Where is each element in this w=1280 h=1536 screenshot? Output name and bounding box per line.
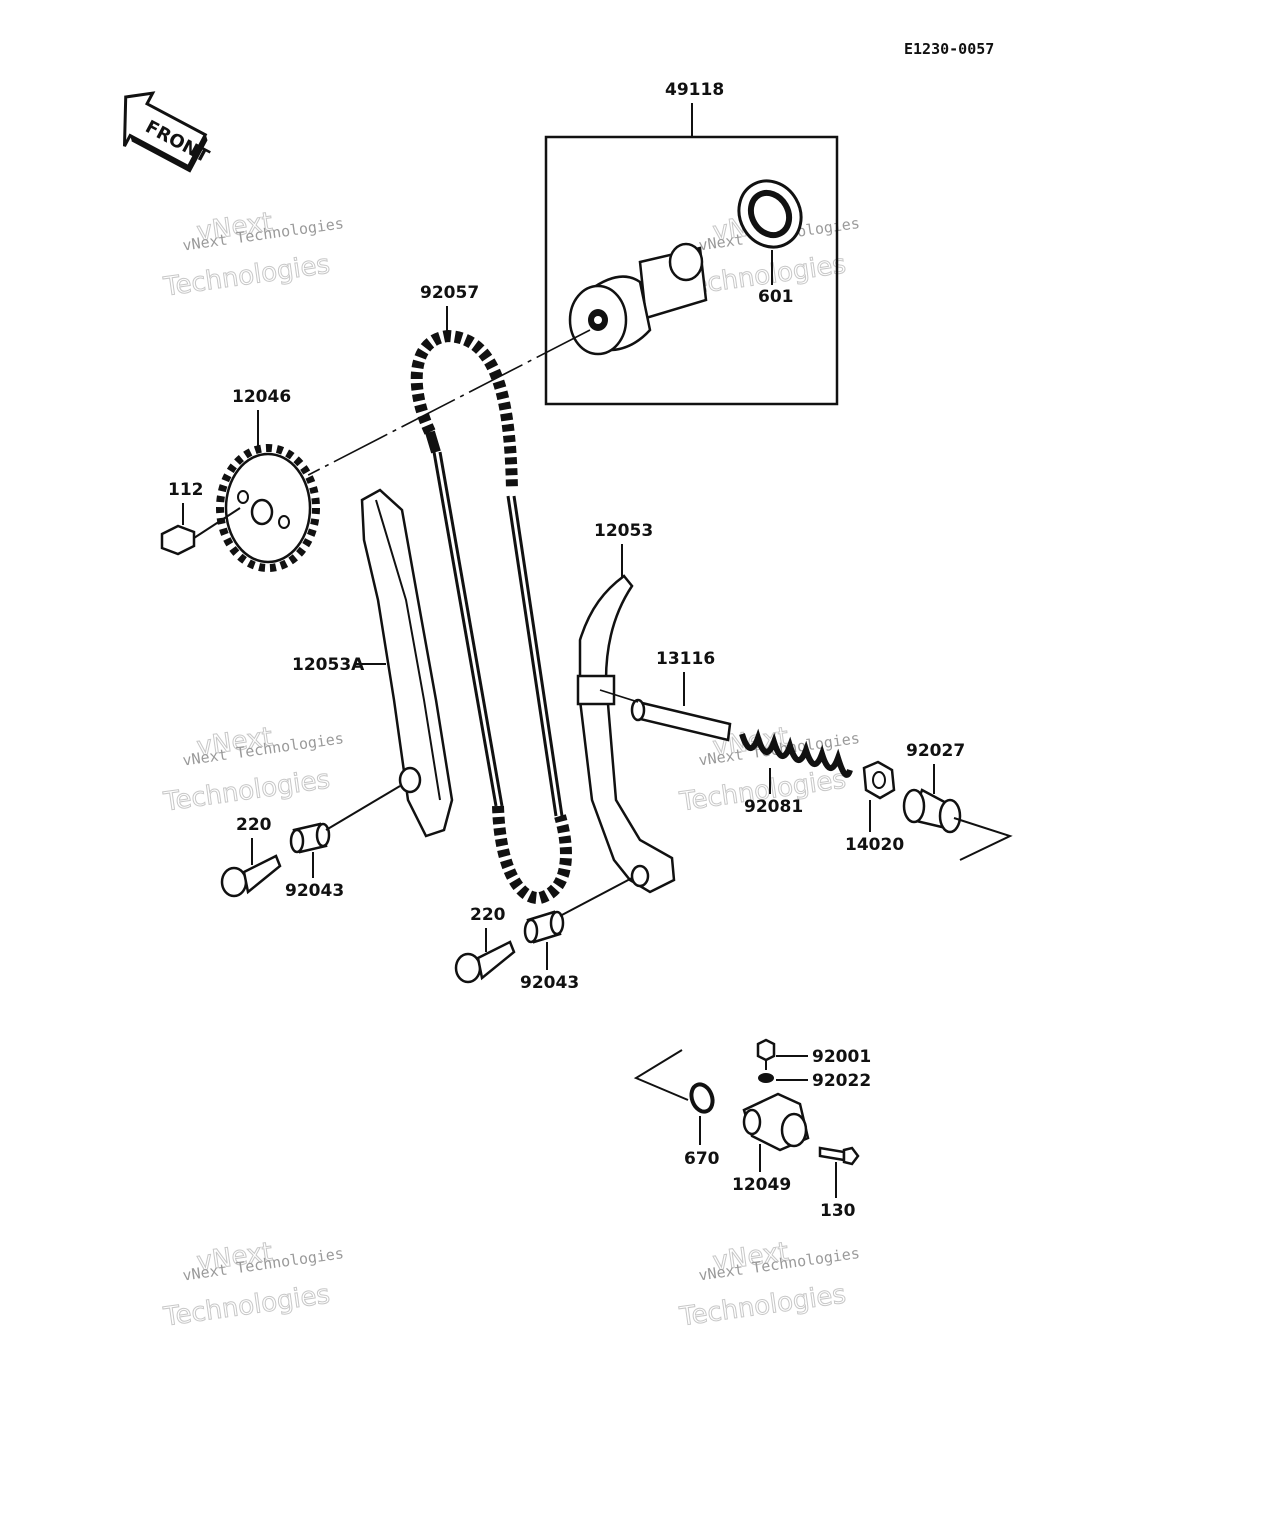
label-12053A: 12053A bbox=[292, 655, 365, 675]
pin-13116 bbox=[599, 689, 732, 742]
label-92022: 92022 bbox=[812, 1071, 871, 1091]
collar-92043-left bbox=[289, 785, 401, 854]
label-92043-left: 92043 bbox=[285, 881, 344, 901]
cam-sprocket bbox=[216, 444, 320, 572]
bolt-220-left bbox=[220, 854, 282, 898]
label-92043-center: 92043 bbox=[520, 973, 579, 993]
label-92057: 92057 bbox=[420, 283, 479, 303]
label-12053: 12053 bbox=[594, 521, 653, 541]
bolt-130 bbox=[818, 1146, 860, 1166]
watermark-bottom-left: vNext vNext Technologies Technologies bbox=[161, 1237, 345, 1334]
label-112: 112 bbox=[168, 480, 204, 500]
bolt-92001 bbox=[756, 1038, 776, 1070]
label-13116: 13116 bbox=[656, 649, 715, 669]
spring-92081 bbox=[739, 728, 853, 778]
svg-text:Technologies: Technologies bbox=[161, 1280, 332, 1333]
label-49118: 49118 bbox=[665, 80, 724, 100]
label-92027: 92027 bbox=[906, 741, 965, 761]
label-130: 130 bbox=[820, 1201, 856, 1221]
label-14020: 14020 bbox=[845, 835, 904, 855]
cam-chain bbox=[410, 329, 572, 904]
label-601: 601 bbox=[758, 287, 794, 307]
camshaft-assembly-box bbox=[544, 135, 839, 406]
nut-14020 bbox=[862, 760, 896, 800]
chain-guide-rear bbox=[576, 574, 676, 894]
watermark-mid-left: vNext vNext Technologies Technologies bbox=[161, 722, 345, 819]
front-arrow-icon: FRONT bbox=[122, 91, 213, 173]
bolt-220-center bbox=[454, 940, 516, 984]
chain-guide-front bbox=[360, 488, 454, 838]
label-220-center: 220 bbox=[470, 905, 506, 925]
label-92001: 92001 bbox=[812, 1047, 871, 1067]
svg-text:Technologies: Technologies bbox=[677, 1279, 848, 1332]
svg-text:Technologies: Technologies bbox=[161, 250, 332, 303]
label-12049: 12049 bbox=[732, 1175, 791, 1195]
label-12046: 12046 bbox=[232, 387, 291, 407]
o-ring-670 bbox=[689, 1082, 715, 1114]
label-92081: 92081 bbox=[744, 797, 803, 817]
collar-92043-center bbox=[523, 877, 633, 944]
watermark-top-left: vNext vNext Technologies Technologies bbox=[161, 207, 345, 304]
bearing-601 bbox=[737, 179, 803, 249]
label-670: 670 bbox=[684, 1149, 720, 1169]
watermark-bottom-right: vNext vNext Technologies Technologies bbox=[677, 1237, 861, 1334]
bolt-112 bbox=[160, 507, 241, 556]
camshaft bbox=[568, 242, 708, 356]
washer-92022 bbox=[758, 1073, 774, 1083]
collar-92027 bbox=[902, 788, 962, 834]
label-220-left: 220 bbox=[236, 815, 272, 835]
svg-text:Technologies: Technologies bbox=[161, 765, 332, 818]
tensioner-body-12049 bbox=[742, 1092, 810, 1152]
diagram-code: E1230-0057 bbox=[904, 40, 994, 58]
